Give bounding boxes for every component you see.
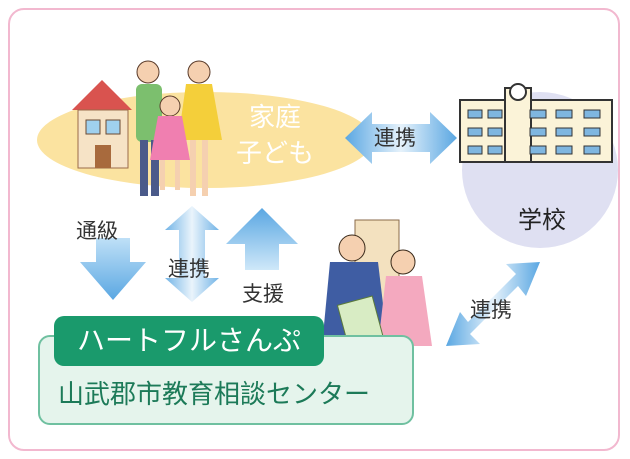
family-label-line1: 家庭 — [249, 103, 302, 133]
arrow-transfer — [80, 238, 146, 300]
center-name: 山武郡市教育相談センター — [58, 380, 371, 410]
arrow-cooperate — [165, 206, 219, 302]
family-label-line2: 子ども — [236, 139, 315, 169]
center-badge: ハートフルさんぷ — [54, 316, 324, 366]
arrow-family-school — [345, 112, 457, 164]
label-support: 支援 — [242, 282, 284, 306]
arrow-school-center — [446, 262, 540, 346]
school-building — [459, 83, 613, 163]
family-label: 家庭 子ども — [236, 100, 314, 172]
label-cooperate: 連携 — [168, 257, 210, 281]
label-school-center-link: 連携 — [470, 298, 512, 322]
label-family-school-link: 連携 — [374, 126, 416, 150]
arrow-support — [226, 208, 298, 270]
staff-illustration — [322, 219, 432, 347]
house-illustration — [72, 80, 132, 169]
label-transfer: 通級 — [76, 219, 118, 243]
school-label: 学校 — [518, 206, 566, 234]
family-illustration — [136, 60, 222, 196]
